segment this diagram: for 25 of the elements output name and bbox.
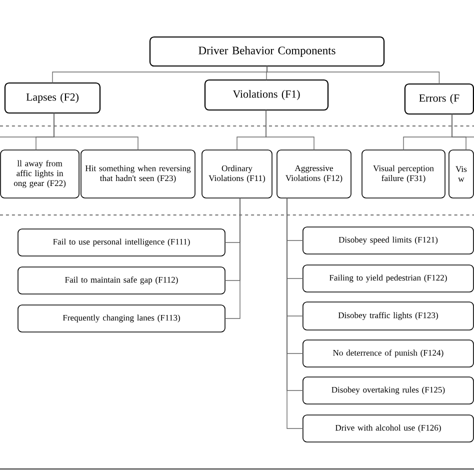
connector — [286, 198, 304, 429]
connector — [224, 198, 240, 319]
connector — [54, 112, 138, 150]
item-box: Disobey overtaking rules (F125) — [302, 376, 474, 404]
item-box: Disobey traffic lights (F123) — [302, 302, 474, 330]
connector — [266, 110, 314, 150]
factor-box: Ordinary Violations (F11) — [202, 150, 272, 198]
item-box: Fail to use personal intelligence (F111) — [18, 228, 226, 256]
category-box: Driver Behavior Components — [149, 36, 385, 67]
item-box: Fail to maintain safe gap (F112) — [18, 266, 226, 294]
category-box: Violations (F1) — [204, 79, 329, 111]
connector — [266, 66, 440, 84]
item-box: Disobey speed limits (F121) — [302, 226, 474, 254]
factor-box: Visual perception failure (F31) — [362, 150, 446, 198]
factor-box: Aggressive Violations (F12) — [276, 150, 352, 198]
factor-box: Vis w — [448, 150, 474, 198]
category-box: Lapses (F2) — [4, 82, 101, 114]
factor-box: ll away from affic lights in ong gear (F22) — [0, 150, 80, 198]
item-box: Failing to yield pedestrian (F122) — [302, 264, 474, 292]
connector — [452, 114, 474, 138]
category-box: Errors (F — [404, 83, 474, 115]
item-box: Frequently changing lanes (F113) — [18, 304, 226, 332]
factor-box: Hit something when reversing that hadn't seen (F23) — [80, 150, 196, 198]
item-box: Drive with alcohol use (F126) — [302, 414, 474, 442]
item-box: No deterrence of punish (F124) — [302, 340, 474, 368]
